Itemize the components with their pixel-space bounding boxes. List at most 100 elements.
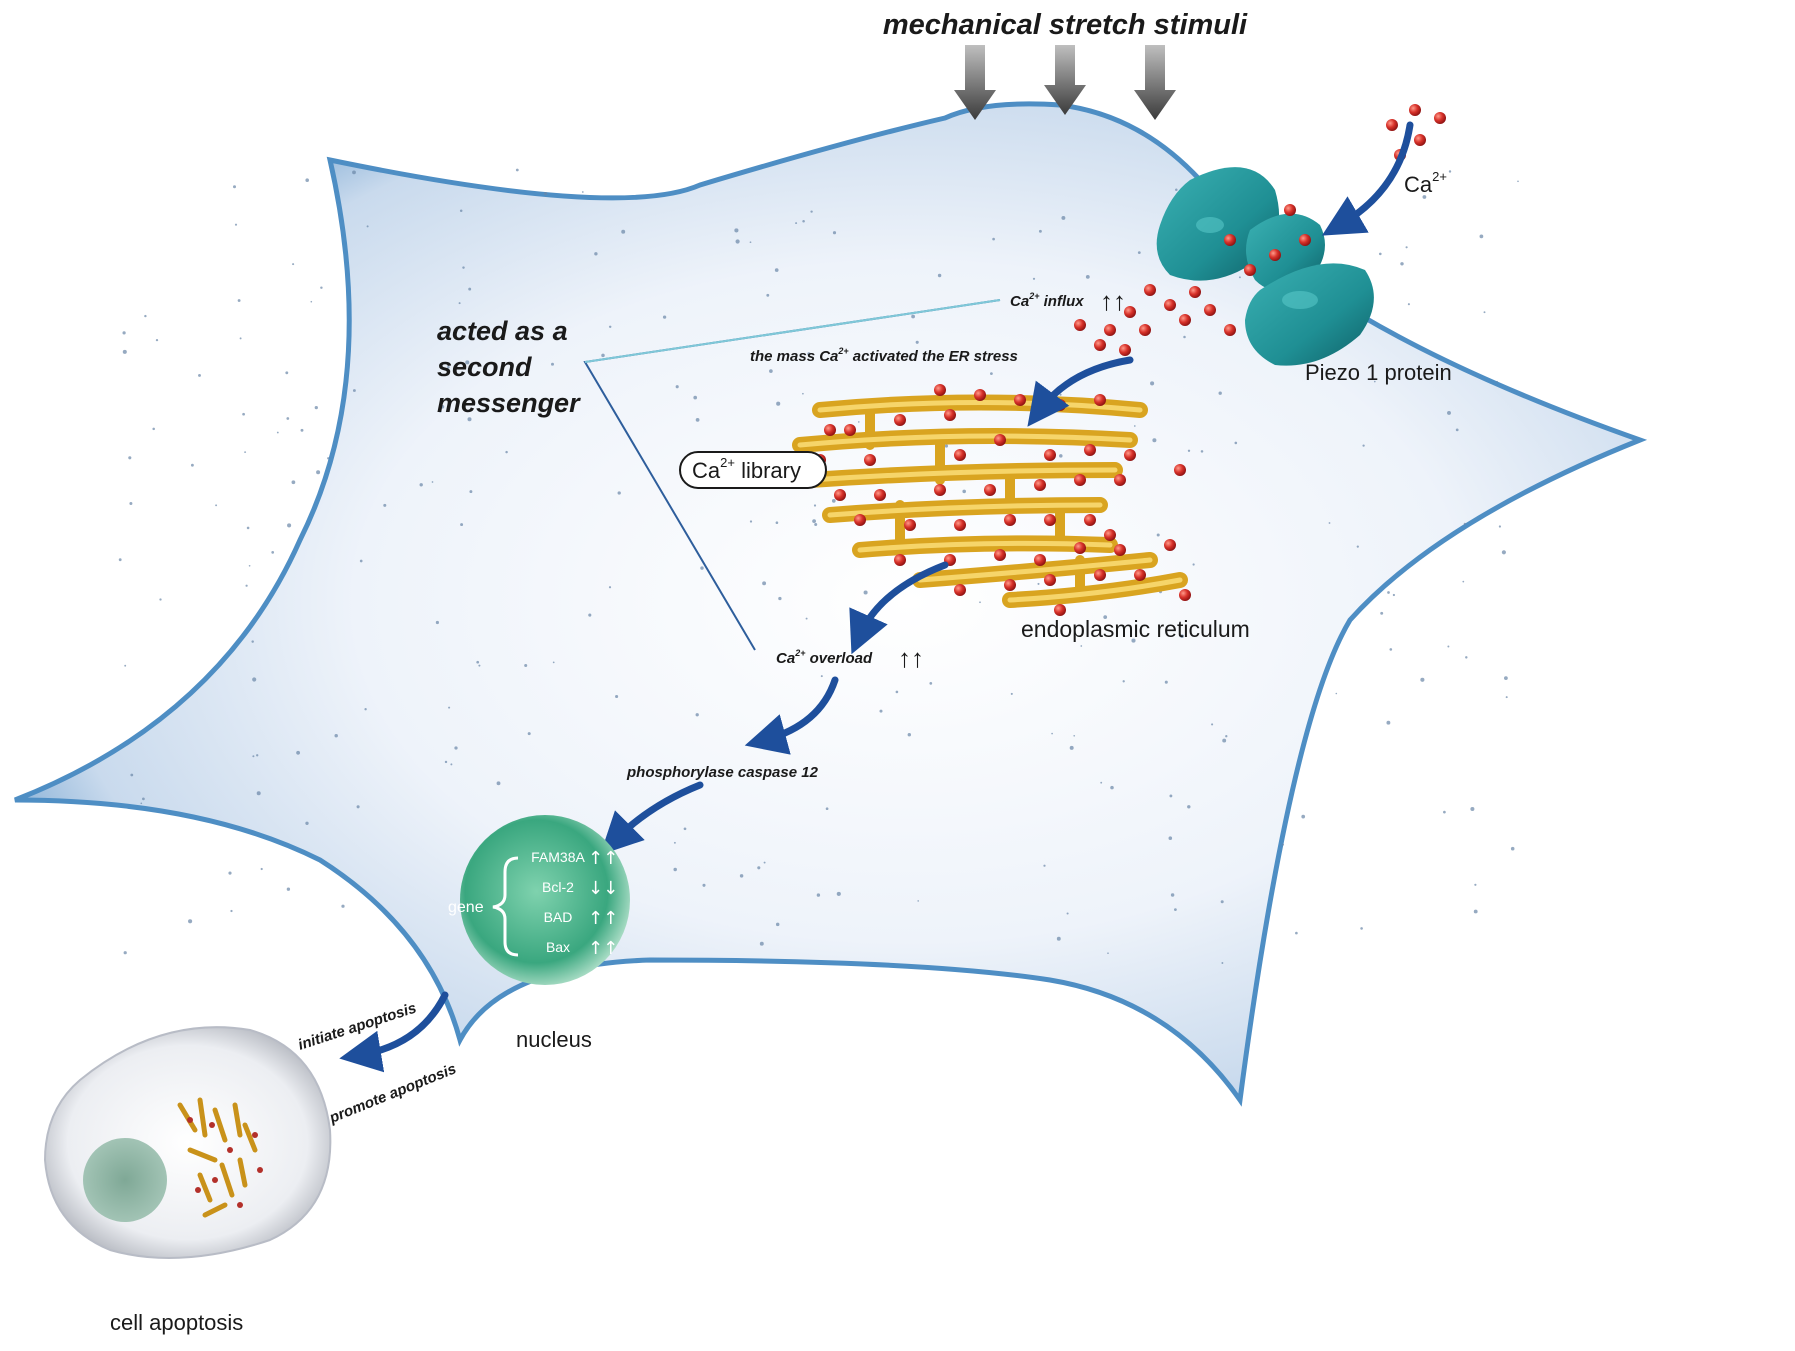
- speckle: [439, 409, 442, 413]
- speckle: [459, 209, 463, 213]
- speckle: [831, 499, 836, 503]
- speckle: [1505, 696, 1508, 699]
- speckle: [1051, 732, 1053, 735]
- speckle: [320, 286, 323, 289]
- speckle: [1122, 680, 1125, 683]
- speckle: [929, 682, 933, 685]
- speckle: [778, 596, 782, 601]
- calcium-ion: [1164, 539, 1176, 551]
- speckle: [1066, 303, 1069, 306]
- speckle: [1061, 215, 1066, 220]
- speckle: [763, 861, 766, 864]
- calcium-ion: [844, 424, 856, 436]
- speckle: [1335, 692, 1338, 695]
- down-arrow-icon: [1044, 45, 1086, 115]
- speckle: [198, 373, 201, 377]
- speckle: [581, 191, 584, 193]
- nucleus: [460, 815, 630, 985]
- calcium-ion: [1034, 554, 1046, 566]
- calcium-ion: [944, 409, 956, 421]
- calcium-ion: [1114, 474, 1126, 486]
- speckle: [937, 273, 942, 278]
- speckle: [825, 807, 829, 811]
- speckle: [230, 909, 233, 913]
- speckle: [617, 491, 621, 495]
- speckle: [190, 463, 194, 467]
- speckle: [1496, 380, 1498, 383]
- speckle: [1510, 846, 1515, 851]
- speckle: [734, 228, 739, 233]
- speckle: [244, 451, 247, 454]
- speckle: [810, 210, 813, 213]
- speckle: [327, 457, 330, 460]
- calcium-ion: [1179, 314, 1191, 326]
- gene-name: FAM38A: [531, 849, 585, 865]
- speckle: [601, 353, 605, 358]
- speckle: [608, 586, 612, 589]
- calcium-ion: [954, 449, 966, 461]
- speckle: [460, 523, 464, 527]
- speckle: [310, 300, 313, 303]
- gene-direction-icon: ↑↑: [588, 848, 618, 869]
- speckle: [1066, 912, 1069, 915]
- calcium-ion: [1054, 604, 1066, 616]
- speckle: [1501, 550, 1506, 555]
- speckle: [784, 748, 788, 752]
- speckle: [992, 237, 995, 241]
- speckle: [1479, 234, 1484, 239]
- speckle: [683, 827, 687, 831]
- speckle: [1211, 723, 1214, 726]
- speckle: [1174, 908, 1177, 911]
- speckle: [1387, 591, 1390, 594]
- speckle: [1010, 692, 1013, 695]
- calcium-ion: [1189, 286, 1201, 298]
- speckle: [142, 797, 145, 801]
- speckle: [242, 412, 245, 416]
- calcium-ion: [1164, 299, 1176, 311]
- speckle: [256, 791, 261, 796]
- speckle: [256, 754, 259, 757]
- speckle: [1152, 438, 1157, 443]
- ca-overload-label: Ca2+ overload: [776, 648, 873, 667]
- speckle: [1107, 952, 1109, 955]
- speckle: [1187, 805, 1191, 809]
- calcium-ion: [934, 384, 946, 396]
- pathway-arrows: [339, 121, 1414, 1073]
- ca-library-box: [679, 451, 827, 489]
- calcium-ion: [1174, 464, 1186, 476]
- speckle: [524, 663, 528, 668]
- speckle: [450, 763, 453, 766]
- speckle: [813, 504, 817, 507]
- ca-outside-label: Ca2+: [1404, 169, 1447, 197]
- speckle: [1362, 444, 1365, 447]
- speckle: [1110, 785, 1114, 790]
- speckle: [1462, 580, 1465, 583]
- speckle: [1133, 425, 1136, 427]
- speckle: [1164, 680, 1168, 684]
- speckle: [551, 362, 554, 366]
- gene-brace-icon: [492, 856, 519, 957]
- speckle: [766, 293, 770, 297]
- calcium-ion: [854, 514, 866, 526]
- speckle: [775, 521, 779, 524]
- calcium-ion: [1139, 324, 1151, 336]
- speckle: [129, 502, 133, 505]
- speckle: [286, 887, 291, 891]
- speckle: [118, 558, 122, 562]
- speckle: [1407, 303, 1410, 306]
- calcium-ion: [934, 484, 946, 496]
- speckle: [1295, 931, 1298, 935]
- speckle: [1218, 391, 1222, 395]
- speckle: [462, 266, 465, 269]
- calcium-ion: [1034, 479, 1046, 491]
- calcium-ion: [894, 414, 906, 426]
- speckle: [1282, 843, 1284, 846]
- speckle: [314, 405, 318, 410]
- ca-entry-arrow-icon: [1321, 121, 1414, 236]
- speckle: [359, 559, 363, 563]
- calcium-ion: [994, 549, 1006, 561]
- calcium-ion: [1224, 324, 1236, 336]
- speckle: [1175, 188, 1178, 192]
- calcium-ion: [1044, 574, 1056, 586]
